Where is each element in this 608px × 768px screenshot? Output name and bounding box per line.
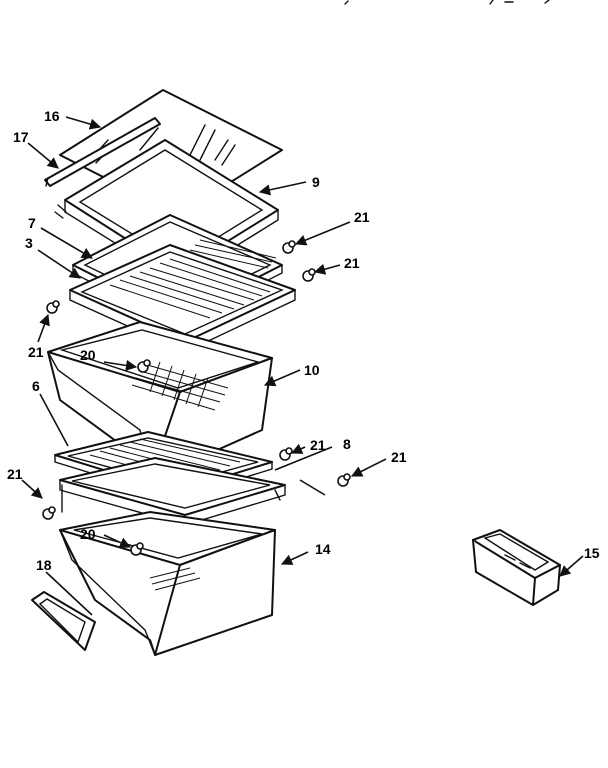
clip-icons: [42, 240, 351, 556]
label-9: 9: [312, 174, 320, 190]
clip-icon: [42, 506, 56, 520]
part-17-front-trim: [44, 117, 161, 187]
clip-icon: [46, 300, 60, 314]
top-edge-marks: [344, 0, 550, 5]
label-8: 8: [343, 436, 351, 452]
label-20-b: 20: [80, 526, 96, 542]
clip-icon: [302, 268, 316, 282]
label-21-d: 21: [310, 437, 326, 453]
label-6: 6: [32, 378, 40, 394]
label-17: 17: [13, 129, 29, 145]
label-21-f: 21: [7, 466, 23, 482]
label-21-e: 21: [391, 449, 407, 465]
label-15: 15: [584, 545, 600, 561]
clip-icon: [282, 240, 296, 254]
part-18-label-plate: [31, 591, 96, 651]
clip-icon: [137, 359, 151, 373]
part-15-small-bin: [472, 529, 561, 606]
label-18: 18: [36, 557, 52, 573]
label-21-a: 21: [354, 209, 370, 225]
part-8-lower-cover-insert: [59, 457, 286, 526]
clip-icon: [130, 542, 144, 556]
label-7: 7: [28, 215, 36, 231]
label-10: 10: [304, 362, 320, 378]
label-21-b: 21: [344, 255, 360, 271]
clip-icon: [279, 447, 293, 461]
label-20-a: 20: [80, 347, 96, 363]
label-16: 16: [44, 108, 60, 124]
label-3: 3: [25, 235, 33, 251]
leader-lines: [21, 116, 584, 616]
clip-icon: [337, 473, 351, 487]
label-14: 14: [315, 541, 331, 557]
part-labels: 16 17 9 7 3 21 21 21 20 10 6 21 8 21 21 …: [7, 108, 600, 573]
label-21-c: 21: [28, 344, 44, 360]
